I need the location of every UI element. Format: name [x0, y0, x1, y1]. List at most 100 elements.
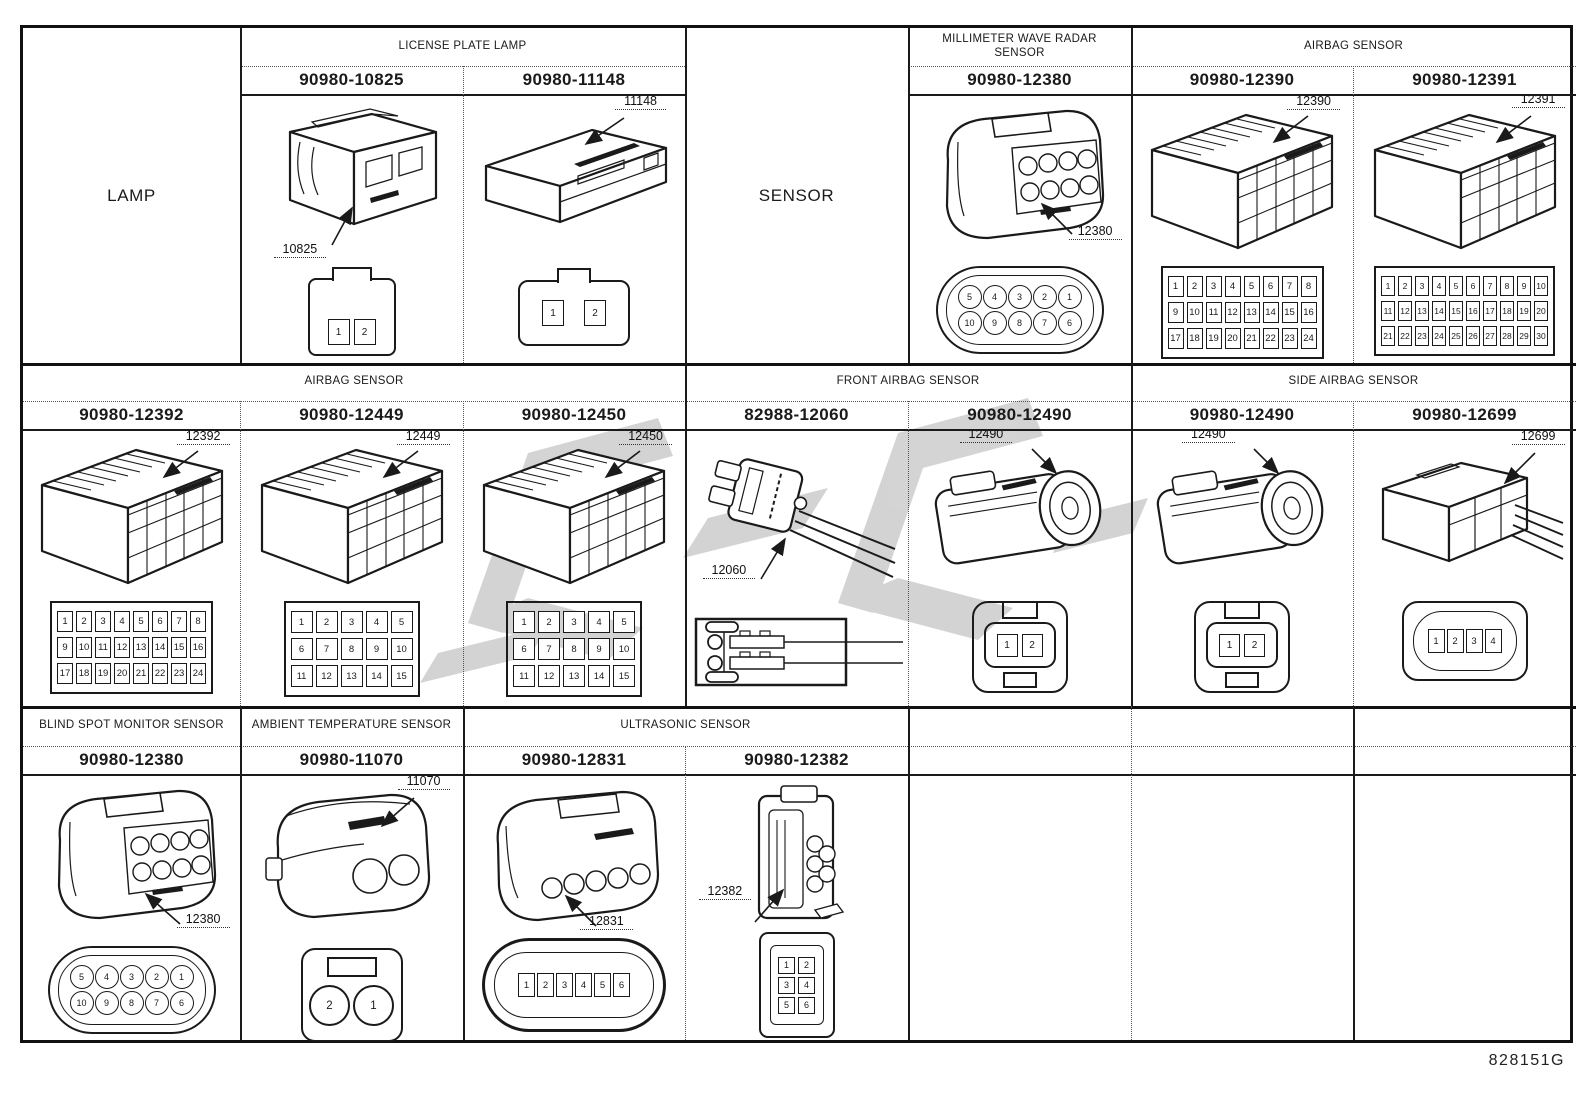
- part-number: 90980-12380: [967, 70, 1072, 89]
- pin-number: 13: [563, 665, 585, 687]
- pin-number: 3: [119, 965, 144, 989]
- pin-number: 6: [290, 638, 313, 660]
- pin-number: 15: [1449, 301, 1463, 321]
- pin-number: 10: [957, 311, 982, 335]
- pin-number: 16: [1466, 301, 1480, 321]
- pin-number: 15: [171, 637, 187, 658]
- connector-drawing-icon: [1142, 448, 1342, 587]
- pin-number: 2: [1398, 276, 1412, 296]
- part-number: 90980-12382: [744, 750, 849, 769]
- pin-number: 13: [340, 665, 363, 687]
- pin-number: 13: [1415, 301, 1429, 321]
- connector-3d-view: 10825: [246, 96, 458, 264]
- group-header-ultrasonic-sensor: ULTRASONIC SENSOR: [620, 719, 751, 732]
- connector-tab: [331, 267, 372, 281]
- connector-drawing-icon: [32, 437, 232, 587]
- divider: [23, 429, 1576, 431]
- pin-number: 19: [95, 663, 111, 684]
- divider: [908, 401, 909, 706]
- pin-number: 2: [144, 965, 169, 989]
- pin-number: 12: [114, 637, 130, 658]
- part-number: 82988-12060: [744, 405, 849, 424]
- divider: [240, 401, 241, 706]
- connector-slot: [326, 957, 377, 977]
- pin-number: 4: [94, 965, 119, 989]
- connector-3d-view: 12699: [1359, 429, 1571, 599]
- pin-number: 2: [309, 985, 350, 1026]
- part-number: 90980-12380: [79, 750, 184, 769]
- pin-number: 10: [1186, 302, 1203, 323]
- pin-number: 5: [133, 611, 149, 632]
- pin-number: 8: [563, 638, 585, 660]
- pin-number: 14: [1262, 302, 1279, 323]
- pin-number: 12: [538, 665, 560, 687]
- connector-3d-view: 12450: [468, 429, 680, 599]
- group-header-license-plate-lamp: LICENSE PLATE LAMP: [398, 40, 527, 53]
- divider: [463, 401, 464, 706]
- connector-3d-view: 12449: [246, 429, 458, 599]
- pin-number: 15: [613, 665, 635, 687]
- pin-number: 1: [1219, 633, 1240, 657]
- group-header-airbag-sensor-2: AIRBAG SENSOR: [304, 375, 404, 388]
- pin-number: 24: [190, 663, 206, 684]
- divider: [685, 746, 686, 1040]
- pin-number: 5: [1449, 276, 1463, 296]
- pin-number: 8: [190, 611, 206, 632]
- pin-number: 7: [315, 638, 338, 660]
- pin-number: 7: [1281, 276, 1298, 297]
- pin-number: 3: [778, 976, 795, 994]
- connector-drawing-icon: [252, 102, 452, 246]
- pin-number: 18: [1186, 328, 1203, 349]
- pin-number: 2: [584, 300, 606, 326]
- divider: [240, 94, 685, 96]
- pin-number: 8: [1007, 311, 1032, 335]
- connector-3d-view: 12490: [1136, 427, 1348, 599]
- pin-number: 8: [340, 638, 363, 660]
- part-number: 90980-12450: [521, 405, 627, 424]
- pin-number: 21: [1243, 328, 1260, 349]
- connector-drawing-icon: [920, 448, 1120, 587]
- pin-number: 18: [1500, 301, 1514, 321]
- pin-number: 20: [1534, 301, 1548, 321]
- pin-number: 4: [982, 285, 1007, 309]
- pin-number: 3: [95, 611, 111, 632]
- pin-number: 3: [556, 973, 573, 997]
- pin-number: 16: [1300, 302, 1317, 323]
- divider: [908, 66, 1576, 67]
- pin-number: 2: [1186, 276, 1203, 297]
- pin-number: 1: [1381, 276, 1395, 296]
- pin-number: 7: [1483, 276, 1497, 296]
- pin-number: 5: [69, 965, 94, 989]
- group-header-ambient-temperature-sensor: AMBIENT TEMPERATURE SENSOR: [251, 719, 452, 732]
- divider: [463, 706, 465, 1040]
- pin-number: 1: [1057, 285, 1082, 309]
- connector-drawing-icon: [1365, 102, 1565, 252]
- pin-number: 17: [1167, 328, 1184, 349]
- pin-number: 20: [1224, 328, 1241, 349]
- callout-label: 12450: [619, 429, 672, 445]
- group-header-side-airbag-sensor: SIDE AIRBAG SENSOR: [1288, 375, 1419, 388]
- pin-number: 3: [1205, 276, 1222, 297]
- divider: [240, 706, 242, 1040]
- pin-number: 9: [57, 637, 73, 658]
- pin-number: 2: [1032, 285, 1057, 309]
